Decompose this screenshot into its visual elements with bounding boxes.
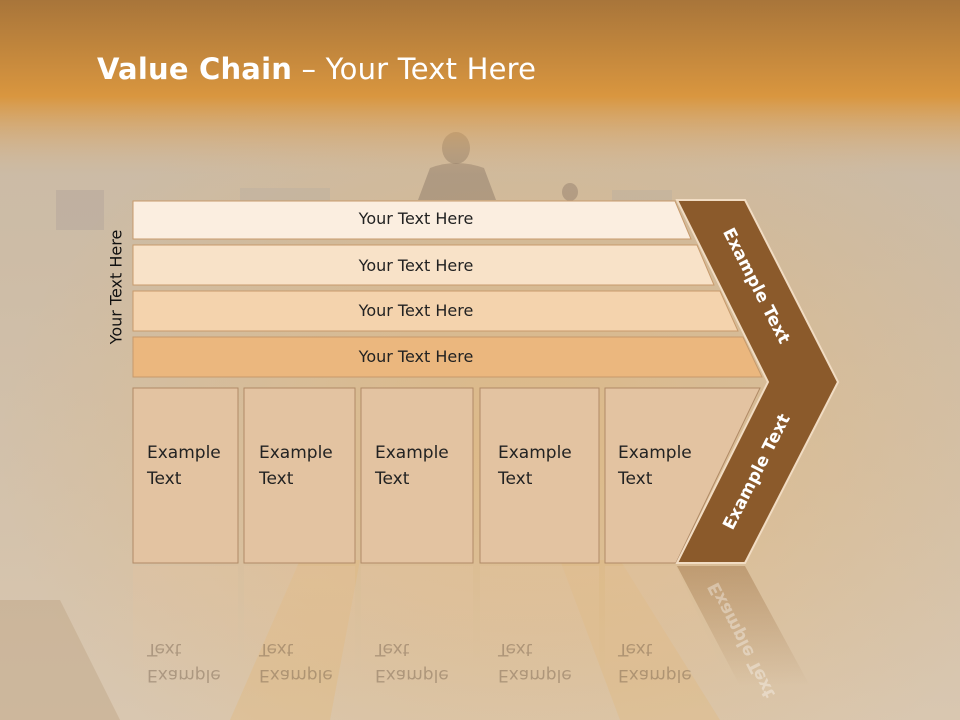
reflection-4-line2: Text [498,639,533,659]
column-label-4-line1: Example [498,443,572,463]
reflection-3-line1: Example [375,665,449,685]
column-reflection-5: Example Text [618,636,692,688]
column-label-1-line2: Text [147,469,182,489]
column-label-4: Example Text [498,440,572,492]
column-reflection-1: Example Text [147,636,221,688]
title-bold: Value Chain [97,52,293,86]
column-reflection-4: Example Text [498,636,572,688]
row-bar-2 [132,244,715,286]
reflection-5-line1: Example [618,665,692,685]
column-label-2-line2: Text [259,469,294,489]
column-label-4-line2: Text [498,469,533,489]
reflection-2-line1: Example [259,665,333,685]
row-label-2: Your Text Here [358,256,474,275]
column-box-2 [243,387,356,564]
reflection-5-line2: Text [618,639,653,659]
slide-title: Value Chain – Your Text Here [97,52,536,86]
column-label-3-line1: Example [375,443,449,463]
row-label-1: Your Text Here [358,209,474,228]
reflection-2-line2: Text [259,639,294,659]
column-box-1 [132,387,239,564]
column-label-1: Example Text [147,440,221,492]
row-bar-3 [132,290,739,332]
title-rest: – Your Text Here [292,52,537,86]
column-box-4 [479,387,600,564]
column-label-3-line2: Text [375,469,410,489]
reflection-3-line2: Text [375,639,410,659]
row-bar-1 [132,200,692,240]
column-label-1-line1: Example [147,443,221,463]
side-label: Your Text Here [106,229,126,345]
reflection-1-line2: Text [147,639,182,659]
column-label-5-line1: Example [618,443,692,463]
row-bar-4 [132,336,763,378]
column-reflection-3: Example Text [375,636,449,688]
row-label-4: Your Text Here [358,347,474,366]
row-label-3: Your Text Here [358,301,474,320]
column-label-3: Example Text [375,440,449,492]
column-label-5: Example Text [618,440,692,492]
column-label-2: Example Text [259,440,333,492]
value-chain-arrow [675,199,840,564]
column-box-3 [360,387,474,564]
column-reflection-2: Example Text [259,636,333,688]
reflection-4-line1: Example [498,665,572,685]
column-label-5-line2: Text [618,469,653,489]
reflection-1-line1: Example [147,665,221,685]
column-label-2-line1: Example [259,443,333,463]
